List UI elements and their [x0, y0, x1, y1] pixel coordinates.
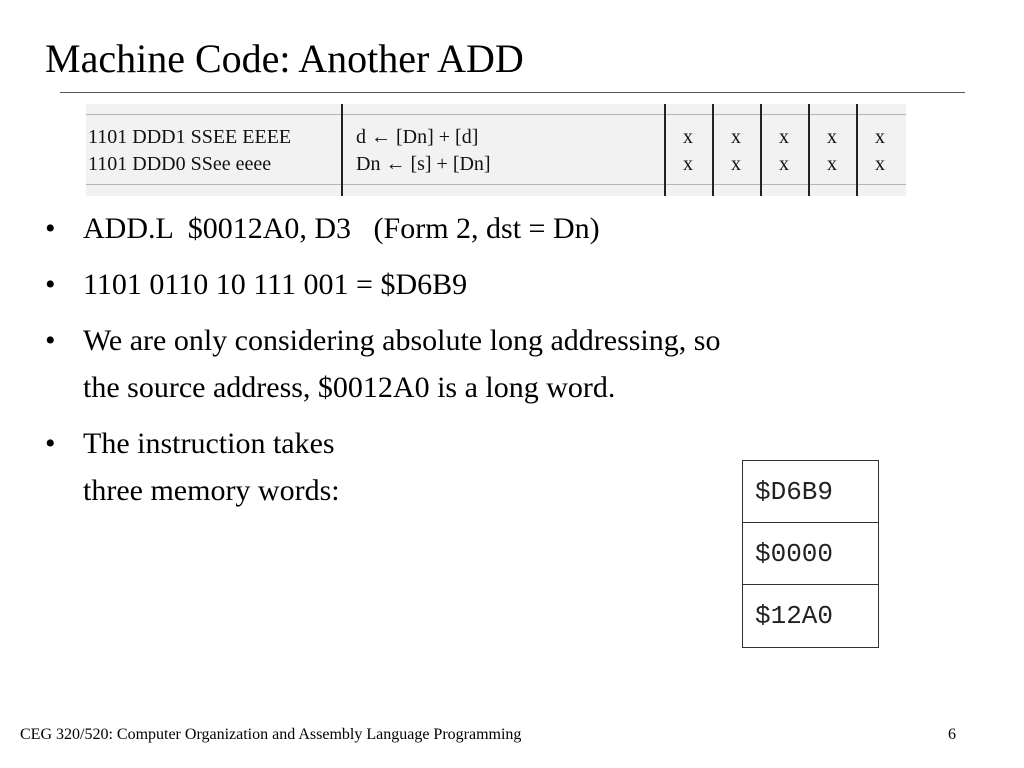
slide-title: Machine Code: Another ADD	[45, 36, 524, 81]
flag-cell: x	[875, 126, 885, 148]
bullet-list: • ADD.L $0012A0, D3 (Form 2, dst = Dn) •…	[45, 205, 975, 523]
bullet-item: • The instruction takes three memory wor…	[45, 420, 975, 514]
table-column-divider	[664, 104, 666, 196]
table-column-divider	[760, 104, 762, 196]
operation-cell: Dn ← [s] + [Dn]	[356, 153, 491, 175]
footer-course-title: CEG 320/520: Computer Organization and A…	[20, 726, 522, 743]
flag-cell: x	[827, 153, 837, 175]
bullet-text: three memory words:	[83, 474, 340, 507]
bullet-marker: •	[45, 212, 56, 245]
table-row: 1101 DDD1 SSEE EEEE d ← [Dn] + [d] x x x…	[86, 124, 906, 150]
bullet-marker: •	[45, 427, 56, 460]
flag-cell: x	[683, 126, 693, 148]
bullet-marker: •	[45, 324, 56, 357]
table-row: 1101 DDD0 SSee eeee Dn ← [s] + [Dn] x x …	[86, 151, 906, 177]
bullet-text: We are only considering absolute long ad…	[83, 324, 721, 357]
bullet-text: The instruction takes	[83, 427, 335, 460]
memory-word: $D6B9	[743, 461, 878, 523]
memory-word: $12A0	[755, 601, 834, 631]
bullet-item: • 1101 0110 10 111 001 = $D6B9	[45, 261, 975, 308]
table-row-line-top	[86, 114, 906, 115]
flag-cell: x	[779, 153, 789, 175]
encoding-cell: 1101 DDD1 SSEE EEEE	[88, 126, 292, 148]
memory-word: $0000	[743, 523, 878, 585]
memory-words-diagram: $D6B9 $0000 $12A0	[742, 460, 879, 648]
encoding-cell: 1101 DDD0 SSee eeee	[88, 153, 272, 175]
table-column-divider	[341, 104, 343, 196]
flag-cell: x	[683, 153, 693, 175]
title-divider	[60, 92, 965, 93]
flag-cell: x	[731, 153, 741, 175]
instruction-encoding-table: 1101 DDD1 SSEE EEEE d ← [Dn] + [d] x x x…	[86, 104, 906, 196]
table-column-divider	[808, 104, 810, 196]
page-number: 6	[948, 726, 956, 743]
bullet-text: ADD.L $0012A0, D3 (Form 2, dst = Dn)	[83, 212, 600, 245]
table-column-divider	[856, 104, 858, 196]
flag-cell: x	[875, 153, 885, 175]
bullet-text: 1101 0110 10 111 001 = $D6B9	[83, 268, 468, 301]
flag-cell: x	[779, 126, 789, 148]
operation-cell: d ← [Dn] + [d]	[356, 126, 479, 148]
bullet-item: • ADD.L $0012A0, D3 (Form 2, dst = Dn)	[45, 205, 975, 252]
flag-cell: x	[731, 126, 741, 148]
table-column-divider	[712, 104, 714, 196]
bullet-marker: •	[45, 268, 56, 301]
bullet-item: • We are only considering absolute long …	[45, 317, 975, 411]
bullet-text: the source address, $0012A0 is a long wo…	[83, 371, 616, 404]
table-row-line-bottom	[86, 184, 906, 185]
flag-cell: x	[827, 126, 837, 148]
